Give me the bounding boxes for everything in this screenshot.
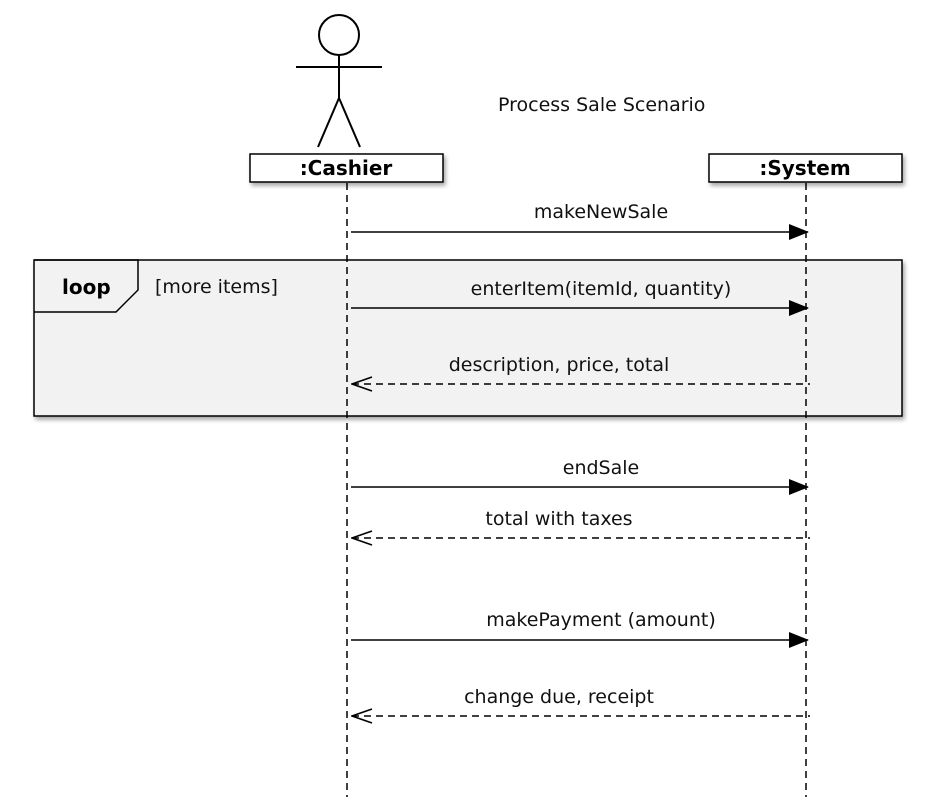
- message-enter-item: enterItem(itemId, quantity): [351, 278, 809, 316]
- system-lifeline-box: :System: [708, 153, 903, 183]
- diagram-title: Process Sale Scenario: [498, 94, 705, 116]
- message-make-payment: makePayment (amount): [351, 609, 809, 648]
- message-label: enterItem(itemId, quantity): [471, 278, 732, 300]
- fragment-operator: loop: [62, 275, 111, 299]
- message-end-sale: endSale: [351, 457, 809, 495]
- cashier-lifeline-box: :Cashier: [249, 153, 444, 183]
- message-label: change due, receipt: [464, 686, 654, 708]
- fragment-guard: [more items]: [155, 276, 278, 298]
- message-label: makeNewSale: [534, 201, 668, 223]
- message-label: total with taxes: [485, 508, 632, 530]
- message-total-with-taxes: total with taxes: [352, 508, 810, 538]
- fragment-operator-tab: [34, 259, 139, 313]
- message-make-new-sale: makeNewSale: [351, 201, 809, 240]
- message-label: makePayment (amount): [486, 609, 716, 631]
- system-label: :System: [759, 156, 850, 180]
- message-change-due-receipt: change due, receipt: [352, 686, 810, 716]
- message-label: description, price, total: [449, 354, 670, 376]
- actor-icon: [296, 14, 382, 148]
- loop-fragment: loop [more items]: [33, 259, 903, 417]
- message-description-price-total: description, price, total: [352, 354, 810, 384]
- cashier-label: :Cashier: [300, 156, 393, 180]
- message-label: endSale: [563, 457, 639, 479]
